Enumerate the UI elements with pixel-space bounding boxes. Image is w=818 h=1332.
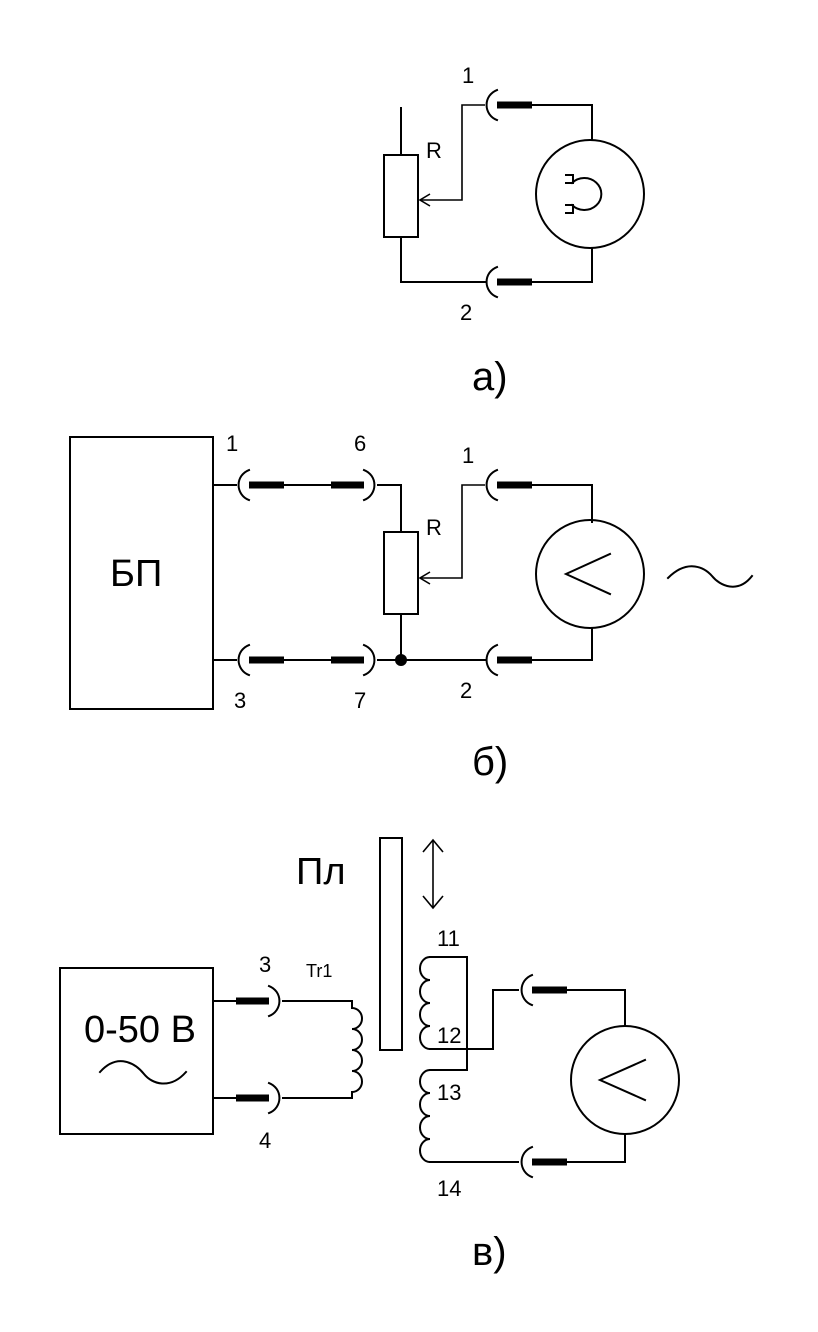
wire-bm2-to-meter	[531, 627, 593, 661]
jack-c4-socket	[267, 1081, 281, 1115]
wire-12-to-meter	[429, 989, 509, 1050]
omega-icon	[570, 177, 603, 211]
omega-foot-bottom	[565, 204, 574, 214]
voltmeter-c	[570, 1025, 680, 1135]
jack-1-socket	[485, 88, 499, 122]
jack-bm1-socket	[485, 468, 499, 502]
power-supply-label: БП	[110, 553, 162, 595]
diagram-b: БП 1 6 R 3 7 1 2	[69, 431, 754, 784]
terminal-psu-top-label: 1	[226, 431, 238, 456]
terminal-meter-bottom-label: 2	[460, 678, 472, 703]
wire-jack-1-to-meter	[531, 104, 593, 141]
caption-b: б)	[472, 740, 508, 784]
voltmeter-c-pointer-icon	[597, 1058, 647, 1102]
wire-b6-to-resistor	[377, 484, 402, 533]
jack-b3-socket	[237, 643, 251, 677]
terminal-meter-top-label: 1	[462, 443, 474, 468]
plate	[379, 837, 403, 1051]
terminal-1-label: 1	[462, 63, 474, 88]
wire-cm2-to-meter	[566, 1133, 626, 1163]
secondary-coil-upper	[419, 955, 432, 1051]
terminal-3-label: 3	[259, 952, 271, 977]
caption-c: в)	[472, 1230, 507, 1274]
jack-c3-socket	[267, 984, 281, 1018]
potentiometer-b	[383, 531, 419, 615]
transformer-label: Tr1	[306, 961, 332, 981]
jack-b6-socket	[362, 468, 376, 502]
ac-source-box	[59, 967, 214, 1135]
voltmeter-pointer-icon	[563, 552, 612, 596]
jack-b7-socket	[362, 643, 376, 677]
jack-bm2-socket	[485, 643, 499, 677]
diagram-c: 0-50 В 3 4 Tr1 Пл 11 12 13 14	[59, 837, 680, 1274]
plate-label: Пл	[296, 851, 346, 893]
double-arrow-down-icon	[422, 895, 444, 910]
caption-a: а)	[472, 355, 508, 399]
jack-cm2-socket	[520, 1145, 534, 1179]
wire-c3-to-primary	[282, 1000, 353, 1009]
jack-cm1-socket	[520, 973, 534, 1007]
source-label: 0-50 В	[84, 1009, 196, 1051]
terminal-2-label: 2	[460, 300, 472, 325]
voltmeter-b	[535, 519, 645, 629]
terminal-psu-bottom-label: 3	[234, 688, 246, 713]
primary-coil	[350, 1006, 363, 1094]
wire-cm1-to-meter	[566, 989, 626, 1026]
resistor-label: R	[426, 138, 442, 163]
wire-c4-to-primary	[282, 1091, 353, 1099]
wiper-arrow	[418, 193, 431, 207]
winding-13-label: 13	[437, 1080, 461, 1105]
jack-b1-socket	[237, 468, 251, 502]
junction-dot	[395, 654, 407, 666]
power-supply-box	[69, 436, 214, 710]
omega-foot-top	[565, 174, 574, 184]
potentiometer	[383, 154, 419, 238]
wire-11-to-13	[429, 956, 468, 1071]
terminal-4-label: 4	[259, 1128, 271, 1153]
winding-14-label: 14	[437, 1176, 461, 1201]
double-arrow-up-icon	[422, 838, 444, 853]
ac-tilde-icon	[666, 565, 754, 588]
winding-12-label: 12	[437, 1023, 461, 1048]
jack-2-socket	[485, 265, 499, 299]
winding-11-label: 11	[437, 926, 460, 951]
secondary-coil-lower	[419, 1068, 432, 1164]
terminal-7-label: 7	[354, 688, 366, 713]
resistor-b-label: R	[426, 515, 442, 540]
meter-a	[535, 139, 645, 249]
wiper-wire-b	[420, 484, 485, 579]
wire-bm1-to-meter	[531, 484, 593, 523]
wire-jack-2-to-meter	[531, 247, 593, 283]
terminal-6-label: 6	[354, 431, 366, 456]
wiper-wire	[420, 104, 485, 201]
wiper-arrow-b	[418, 571, 431, 585]
diagram-a: R 1 2 а)	[383, 63, 645, 399]
wire-resistor-to-jack-2	[400, 236, 486, 283]
source-tilde-icon	[98, 1060, 188, 1085]
